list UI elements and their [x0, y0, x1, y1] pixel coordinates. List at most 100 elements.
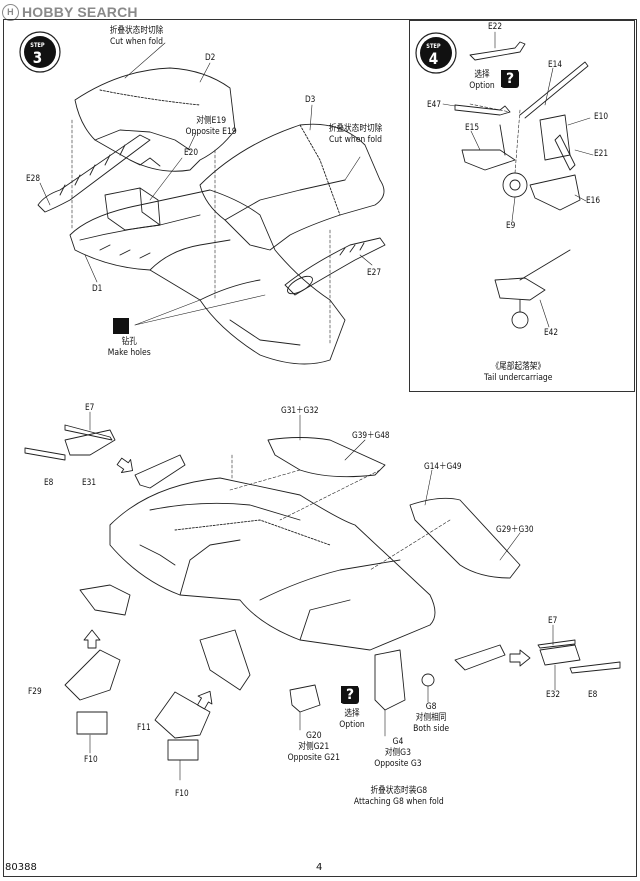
part-g8 — [421, 673, 435, 687]
label-e47: E47 — [427, 100, 442, 110]
note-cn: 选择 — [474, 70, 490, 80]
label-d3: D3 — [305, 95, 316, 105]
label-e8-left: E8 — [44, 478, 54, 488]
step3-badge-icon — [19, 31, 61, 73]
note-cn: 钻孔 — [121, 337, 137, 347]
note-cn: 选择 — [344, 709, 360, 719]
g4-note: G4 对侧G3 Opposite G3 — [374, 737, 421, 770]
label-e10: E10 — [594, 112, 609, 122]
attach-g8-note: 折叠状态时装G8 Attaching G8 when fold — [354, 786, 444, 808]
note-en: Opposite G3 — [374, 759, 422, 769]
part-mid-bracket — [134, 454, 186, 489]
part-e14 — [519, 61, 589, 119]
step4-word: STEP — [426, 43, 441, 50]
label-d2: D2 — [205, 53, 216, 63]
g20-note: G20 对侧G21 Opposite G21 — [288, 731, 340, 764]
label-e21: E21 — [594, 149, 609, 159]
watermark-text: HOBBY SEARCH — [22, 4, 138, 20]
label-g14-g49: G14＋G49 — [424, 462, 462, 472]
label-e15: E15 — [465, 123, 480, 133]
part-left-intake — [79, 584, 131, 616]
part-e8-left — [24, 447, 66, 461]
label-e14: E14 — [548, 60, 563, 70]
note-en: Both side — [413, 724, 450, 734]
part-e21 — [554, 134, 576, 171]
part-g31-g32 — [267, 437, 386, 478]
caption-cn: 《尾部起落架》 — [491, 362, 546, 372]
part-e22 — [469, 41, 526, 61]
cut-when-fold-note-top: 折叠状态时切除 Cut when fold — [110, 26, 164, 48]
page-number: 4 — [316, 862, 323, 873]
note-cn: 对侧E19 — [196, 116, 227, 126]
part-d2-panel — [74, 67, 236, 172]
note-cn: 对侧G21 — [298, 742, 330, 752]
part-d3-panel — [199, 123, 385, 251]
part-e32 — [539, 644, 581, 666]
part-g4 — [374, 649, 406, 711]
arrow-icon — [83, 457, 531, 710]
label-f29: F29 — [28, 687, 42, 697]
note-en: Cut when fold — [328, 135, 383, 145]
label-g20: G20 — [305, 731, 322, 741]
part-f29 — [64, 649, 121, 701]
part-f11 — [154, 691, 211, 739]
note-cn: 折叠状态时切除 — [109, 26, 164, 36]
note-en: Option — [339, 720, 365, 730]
part-e7-right — [537, 639, 576, 649]
part-f10-left — [76, 711, 108, 735]
option-note-lower: 选择 Option — [339, 709, 365, 731]
part-e9-wheel — [502, 172, 528, 198]
option-note-step4: 选择 Option — [469, 70, 495, 92]
label-f10-left: F10 — [84, 755, 98, 765]
tail-undercarriage-caption: 《尾部起落架》 Tail undercarriage — [484, 362, 552, 384]
part-right-bracket — [454, 644, 506, 671]
label-e8-right: E8 — [588, 690, 598, 700]
note-cn: 折叠状态时切除 — [328, 124, 383, 134]
step4-number: 4 — [428, 49, 439, 68]
label-e28: E28 — [26, 174, 41, 184]
step4-badge: STEP 4 — [426, 43, 440, 67]
note-en: Attaching G8 when fold — [353, 797, 444, 807]
cut-when-fold-note-right: 折叠状态时切除 Cut when fold — [329, 124, 383, 146]
part-e10 — [539, 114, 571, 161]
part-e31 — [64, 429, 116, 456]
page-frame — [3, 19, 637, 877]
make-holes-note: 钻孔 Make holes — [108, 337, 151, 359]
part-mid-intake — [199, 629, 251, 691]
label-e27: E27 — [367, 268, 382, 278]
step3-word: STEP — [30, 42, 45, 49]
part-e8-right — [569, 661, 621, 674]
label-e22: E22 — [488, 22, 503, 32]
part-e28 — [37, 134, 151, 213]
step3-badge: STEP 3 — [30, 42, 44, 66]
note-cn: 对侧相同 — [415, 713, 447, 723]
note-cn: 对侧G3 — [384, 748, 411, 758]
label-e7-right: E7 — [548, 616, 558, 626]
label-g4: G4 — [392, 737, 404, 747]
step4-badge-icon — [415, 32, 457, 74]
label-d1: D1 — [92, 284, 103, 294]
part-g14-g49 — [409, 497, 521, 579]
tail-undercarriage-assembly — [494, 249, 571, 329]
part-e16 — [529, 174, 581, 211]
watermark: H HOBBY SEARCH — [2, 2, 138, 22]
note-en: Option — [469, 81, 495, 91]
g8-note: G8 对侧相同 Both side — [413, 702, 449, 735]
step4-panel — [409, 20, 635, 392]
label-e7-left: E7 — [85, 403, 95, 413]
part-e7-left — [64, 424, 113, 441]
part-d1-fuselage — [69, 189, 346, 365]
label-e31: E31 — [82, 478, 97, 488]
note-cn: 折叠状态时装G8 — [370, 786, 428, 796]
label-e20: E20 — [184, 148, 199, 158]
label-g39-g48: G39＋G48 — [352, 431, 390, 441]
label-f11: F11 — [137, 723, 151, 733]
label-e16: E16 — [586, 196, 601, 206]
label-f10-mid: F10 — [175, 789, 189, 799]
part-e20 — [104, 187, 161, 231]
label-g31-g32: G31＋G32 — [281, 406, 319, 416]
drill-holes-icon — [113, 318, 129, 334]
step3-number: 3 — [32, 48, 43, 67]
hobby-search-logo-icon: H — [2, 3, 19, 21]
